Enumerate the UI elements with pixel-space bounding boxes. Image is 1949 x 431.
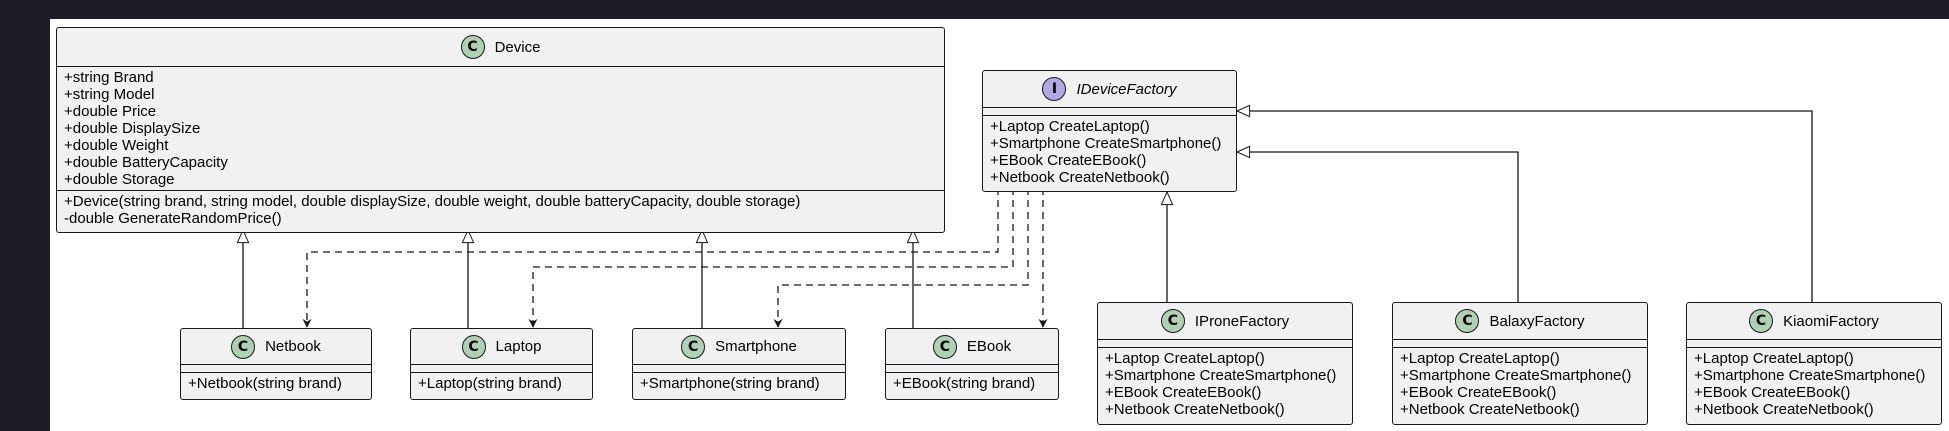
interface-methods: +Laptop CreateLaptop() +Smartphone Creat… bbox=[983, 116, 1236, 188]
method: +Netbook CreateNetbook() bbox=[990, 169, 1170, 186]
edge-ifactory-netbook bbox=[302, 188, 999, 328]
class-name: BalaxyFactory bbox=[1489, 312, 1585, 330]
class-badge-icon: C bbox=[231, 334, 256, 359]
class-kiaomiFactory-methods: +Laptop CreateLaptop() +Smartphone Creat… bbox=[1687, 348, 1941, 420]
class-netbook-methods: +Netbook(string brand) bbox=[181, 373, 371, 394]
class-device[interactable]: C Device +string Brand +string Model +do… bbox=[56, 27, 945, 233]
class-ebook-methods: +EBook(string brand) bbox=[886, 373, 1058, 394]
class-smartphone-header: C Smartphone bbox=[633, 329, 845, 365]
method: +Smartphone CreateSmartphone() bbox=[1694, 367, 1926, 384]
class-kiaomiFactory[interactable]: C KiaomiFactory +Laptop CreateLaptop() +… bbox=[1686, 302, 1942, 425]
method: +Smartphone CreateSmartphone() bbox=[1105, 367, 1337, 384]
method: +Smartphone(string brand) bbox=[640, 375, 820, 392]
class-badge-icon: C bbox=[1749, 309, 1774, 333]
class-laptop-methods: +Laptop(string brand) bbox=[411, 373, 592, 394]
class-balaxyFactory[interactable]: C BalaxyFactory +Laptop CreateLaptop() +… bbox=[1392, 302, 1648, 425]
method: +Laptop(string brand) bbox=[418, 375, 562, 392]
class-iproneFactory-methods: +Laptop CreateLaptop() +Smartphone Creat… bbox=[1098, 348, 1352, 420]
field: +double Storage bbox=[64, 171, 175, 188]
class-balaxyFactory-header: C BalaxyFactory bbox=[1393, 303, 1647, 340]
class-laptop-fields bbox=[411, 365, 592, 373]
class-badge-icon: C bbox=[681, 334, 706, 359]
class-netbook[interactable]: C Netbook +Netbook(string brand) bbox=[180, 328, 372, 400]
class-iproneFactory[interactable]: C IProneFactory +Laptop CreateLaptop() +… bbox=[1097, 302, 1353, 425]
method: +EBook CreateEBook() bbox=[1105, 384, 1262, 401]
field: +double Weight bbox=[64, 137, 169, 154]
class-device-fields: +string Brand +string Model +double Pric… bbox=[57, 67, 944, 191]
method: +Laptop CreateLaptop() bbox=[1694, 350, 1854, 367]
class-smartphone-methods: +Smartphone(string brand) bbox=[633, 373, 845, 394]
class-ebook[interactable]: C EBook +EBook(string brand) bbox=[885, 328, 1059, 400]
class-kiaomiFactory-header: C KiaomiFactory bbox=[1687, 303, 1941, 340]
class-ebook-header: C EBook bbox=[886, 329, 1058, 365]
method: +Smartphone CreateSmartphone() bbox=[990, 135, 1222, 152]
class-laptop[interactable]: C Laptop +Laptop(string brand) bbox=[410, 328, 593, 400]
edge-ifactory-laptop bbox=[528, 188, 1014, 328]
class-name: IProneFactory bbox=[1194, 312, 1290, 330]
method: +EBook CreateEBook() bbox=[990, 152, 1147, 169]
class-name: Laptop bbox=[495, 338, 542, 355]
class-balaxyFactory-fields bbox=[1393, 340, 1647, 348]
method: +Laptop CreateLaptop() bbox=[1400, 350, 1560, 367]
class-iproneFactory-header: C IProneFactory bbox=[1098, 303, 1352, 340]
interface-fields bbox=[983, 108, 1236, 116]
class-iproneFactory-fields bbox=[1098, 340, 1352, 348]
method: +Laptop CreateLaptop() bbox=[1105, 350, 1265, 367]
edge-balaxy-ifactory bbox=[1237, 152, 1519, 302]
class-name: Device bbox=[494, 38, 541, 56]
method: +Netbook CreateNetbook() bbox=[1694, 401, 1874, 418]
method: +EBook CreateEBook() bbox=[1694, 384, 1851, 401]
interface-badge-icon: I bbox=[1042, 77, 1067, 101]
edge-ifactory-smartphone bbox=[773, 188, 1029, 328]
class-kiaomiFactory-fields bbox=[1687, 340, 1941, 348]
method: -double GenerateRandomPrice() bbox=[64, 210, 282, 227]
field: +double Price bbox=[64, 103, 157, 120]
relationship-edges bbox=[50, 19, 1813, 328]
interface-header: I IDeviceFactory bbox=[983, 71, 1236, 108]
field: +string Brand bbox=[64, 69, 154, 86]
field: +string Model bbox=[64, 86, 155, 103]
class-badge-icon: C bbox=[1455, 309, 1480, 333]
method: +Device(string brand, string model, doub… bbox=[64, 193, 801, 210]
field: +double BatteryCapacity bbox=[64, 154, 228, 171]
method: +Netbook CreateNetbook() bbox=[1105, 401, 1285, 418]
class-device-header: C Device bbox=[57, 28, 944, 67]
class-name: EBook bbox=[966, 338, 1012, 355]
interface-ideviceFactory[interactable]: I IDeviceFactory +Laptop CreateLaptop() … bbox=[982, 70, 1237, 192]
class-device-methods: +Device(string brand, string model, doub… bbox=[57, 191, 944, 229]
class-ebook-fields bbox=[886, 365, 1058, 373]
class-laptop-header: C Laptop bbox=[411, 329, 592, 365]
class-name: KiaomiFactory bbox=[1783, 312, 1879, 330]
method: +EBook CreateEBook() bbox=[1400, 384, 1557, 401]
class-balaxyFactory-methods: +Laptop CreateLaptop() +Smartphone Creat… bbox=[1393, 348, 1647, 420]
class-smartphone[interactable]: C Smartphone +Smartphone(string brand) bbox=[632, 328, 846, 400]
class-badge-icon: C bbox=[932, 334, 957, 359]
diagram-canvas: C Device +string Brand +string Model +do… bbox=[50, 19, 1949, 431]
method: +Smartphone CreateSmartphone() bbox=[1400, 367, 1632, 384]
class-name: Smartphone bbox=[715, 338, 797, 355]
class-name: Netbook bbox=[265, 338, 321, 355]
class-smartphone-fields bbox=[633, 365, 845, 373]
method: +Netbook(string brand) bbox=[188, 375, 342, 392]
method: +EBook(string brand) bbox=[893, 375, 1036, 392]
class-badge-icon: C bbox=[461, 334, 486, 359]
interface-name: IDeviceFactory bbox=[1076, 80, 1177, 98]
class-badge-icon: C bbox=[460, 35, 485, 59]
class-badge-icon: C bbox=[1160, 309, 1185, 333]
method: +Laptop CreateLaptop() bbox=[990, 118, 1150, 135]
class-netbook-header: C Netbook bbox=[181, 329, 371, 365]
edge-kiaomi-ifactory bbox=[1237, 111, 1813, 302]
field: +double DisplaySize bbox=[64, 120, 201, 137]
method: +Netbook CreateNetbook() bbox=[1400, 401, 1580, 418]
class-netbook-fields bbox=[181, 365, 371, 373]
